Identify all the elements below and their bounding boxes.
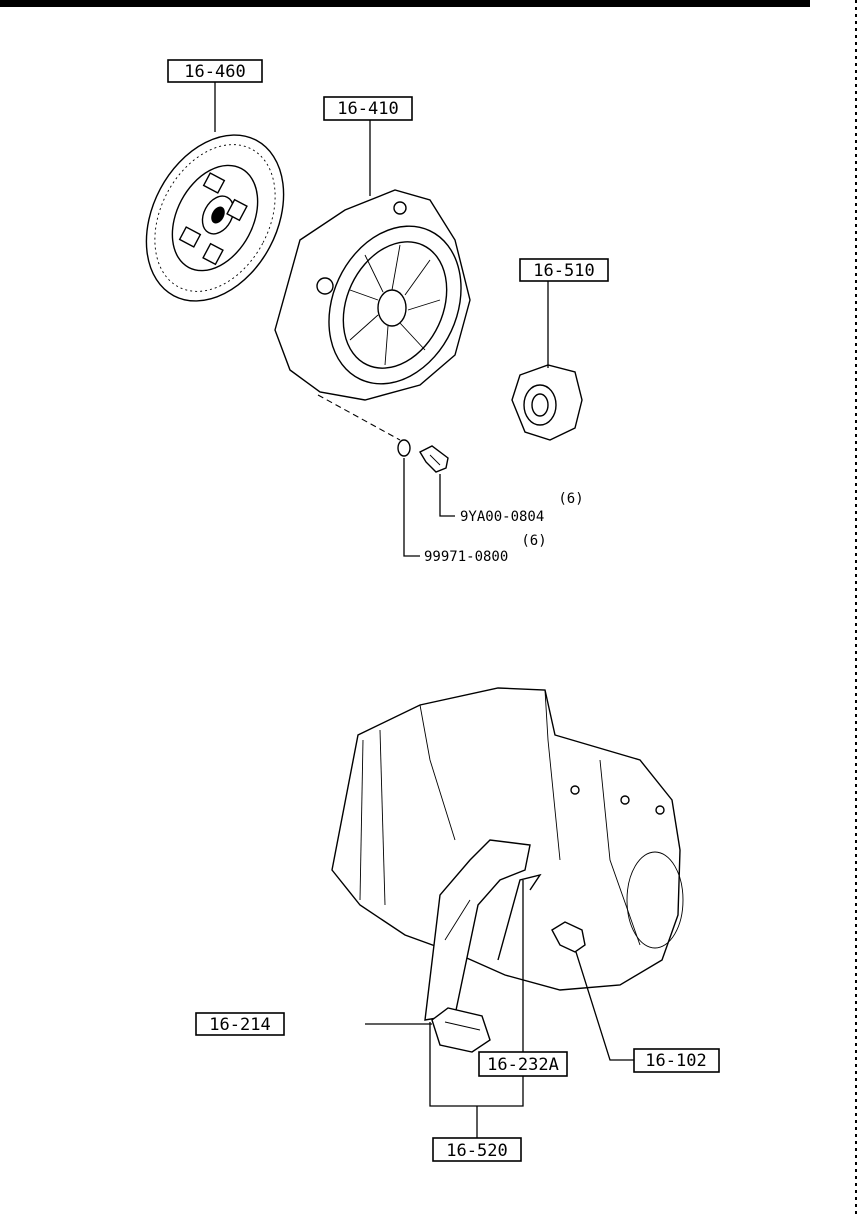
leader-washer [403, 458, 420, 557]
release-bearing-drawing [511, 364, 583, 441]
transaxle-housing-drawing [331, 687, 684, 991]
top-border [0, 0, 810, 7]
svg-text:16-214: 16-214 [209, 1015, 270, 1035]
svg-text:16-510: 16-510 [533, 261, 594, 281]
bolt-part-number: 9YA00-0804 [460, 509, 544, 525]
label-release-bearing[interactable]: 16-510 [519, 258, 609, 282]
washer-part-number: 99971-0800 [424, 549, 508, 565]
label-spring-clip[interactable]: 16-232A [478, 1051, 568, 1077]
spring-clip-drawing [497, 873, 542, 961]
fastening-dashline [317, 394, 401, 441]
label-clutch-disc[interactable]: 16-460 [167, 59, 263, 83]
release-fork-drawing [424, 839, 531, 1021]
svg-text:16-232A: 16-232A [487, 1055, 559, 1075]
label-pivot-bolt[interactable]: 16-102 [633, 1048, 720, 1073]
pivot-bolt-drawing [551, 921, 586, 953]
label-release-fork[interactable]: 16-520 [432, 1137, 522, 1162]
fork-boot-drawing [431, 1007, 491, 1053]
leader-pivot-bolt [575, 951, 634, 1061]
svg-text:16-102: 16-102 [645, 1051, 706, 1071]
clutch-cover-drawing [274, 189, 471, 401]
label-clutch-cover[interactable]: 16-410 [323, 96, 413, 121]
washer-qty: (6) [521, 533, 546, 549]
bolt-qty: (6) [558, 491, 583, 507]
washer-drawing [397, 439, 411, 457]
leader-bolt [439, 474, 455, 517]
clutch-disc-drawing [145, 134, 285, 302]
svg-text:16-520: 16-520 [446, 1141, 507, 1161]
svg-text:16-460: 16-460 [184, 62, 245, 82]
label-fork-boot[interactable]: 16-214 [195, 1012, 285, 1036]
svg-text:16-410: 16-410 [337, 99, 398, 119]
bolt-drawing [419, 445, 449, 473]
